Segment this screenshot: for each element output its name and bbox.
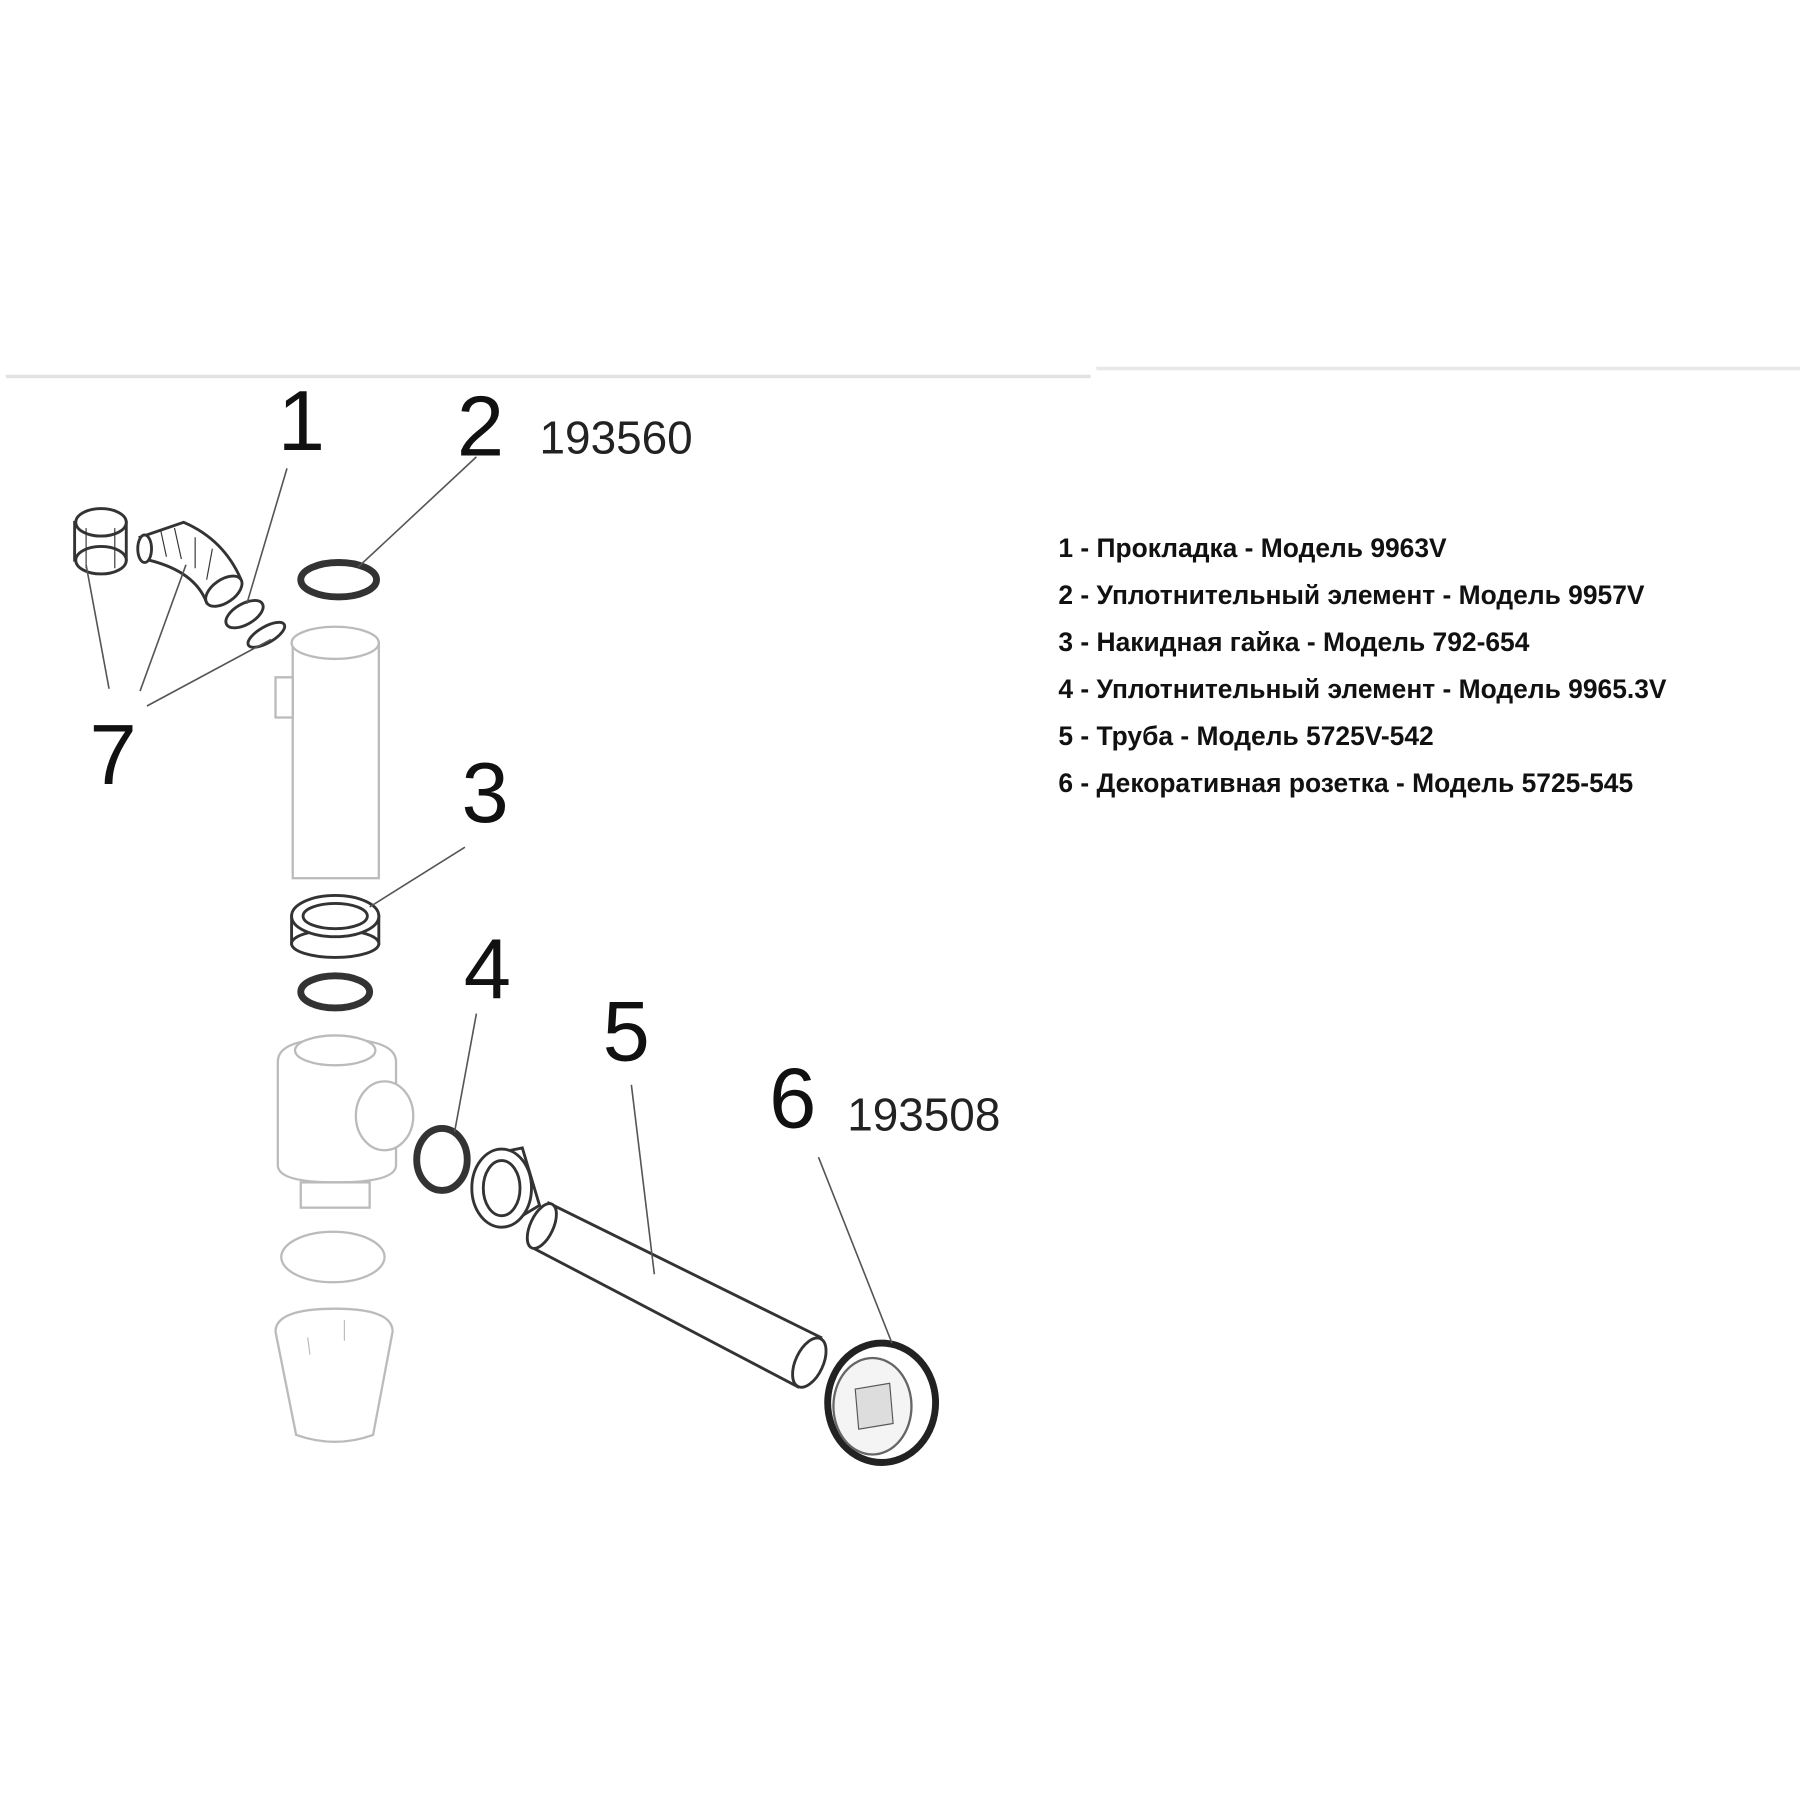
part-7-elbow-hose: [136, 520, 244, 608]
callout-2: 2: [457, 379, 504, 474]
legend-item-2: 2 - Уплотнительный элемент - Модель 9957…: [1058, 580, 1644, 610]
leader-lines: [85, 456, 893, 1344]
callout-4: 4: [464, 922, 511, 1017]
seal-ring: [297, 972, 374, 1012]
callout-3: 3: [461, 745, 508, 840]
part-5-pipe: [525, 1201, 828, 1389]
part-4-seal: [413, 1125, 471, 1194]
callout-7: 7: [90, 707, 137, 802]
legend-item-4: 4 - Уплотнительный элемент - Модель 9965…: [1058, 674, 1666, 704]
part-1-gasket: [224, 599, 265, 630]
callout-1: 1: [278, 373, 325, 468]
part-6-rosette: [824, 1339, 940, 1466]
part-2-seal: [297, 559, 380, 601]
callout-6: 6: [769, 1050, 816, 1145]
callout-5: 5: [603, 984, 650, 1079]
nut-horizontal: [470, 1146, 542, 1229]
legend-item-6: 6 - Декоративная розетка - Модель 5725-5…: [1058, 768, 1633, 798]
part-7-nut: [73, 507, 128, 576]
parts-legend: 1 - Прокладка - Модель 9963V 2 - Уплотни…: [1058, 533, 1666, 798]
legend-item-1: 1 - Прокладка - Модель 9963V: [1058, 533, 1447, 563]
siphon-body-ghost: [274, 625, 415, 1443]
callout-6-code: 193508: [847, 1089, 1000, 1141]
part-7-ring: [246, 620, 287, 649]
legend-item-3: 3 - Накидная гайка - Модель 792-654: [1058, 627, 1529, 657]
part-3-union-nut: [290, 893, 381, 959]
legend-item-5: 5 - Труба - Модель 5725V-542: [1058, 721, 1433, 751]
callout-2-code: 193560: [540, 411, 693, 463]
